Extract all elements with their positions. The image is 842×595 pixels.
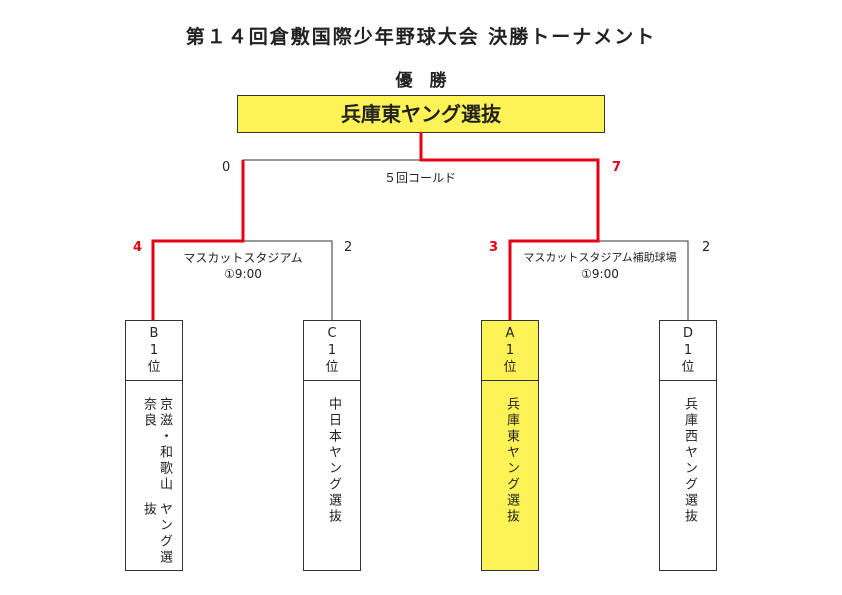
semi2-line-right bbox=[598, 240, 689, 320]
winner-path-final bbox=[419, 132, 600, 320]
team-name: 京滋・和歌山奈良ヤング選抜 bbox=[141, 397, 172, 566]
semi2-left-score: 3 bbox=[489, 240, 499, 255]
semi1-line-right bbox=[243, 240, 333, 320]
final-right-score: 7 bbox=[612, 160, 622, 175]
final-note: ５回コールド bbox=[383, 171, 456, 185]
semi1-right-score: 2 bbox=[344, 240, 353, 255]
champion-box: 兵庫東ヤング選抜 bbox=[237, 95, 605, 133]
team-name: 兵庫西ヤング選抜 bbox=[682, 397, 697, 525]
semi2-venue: マスカットスタジアム補助球場 bbox=[523, 251, 677, 264]
final-left-score: 0 bbox=[222, 160, 231, 175]
semi1-time: ①9:00 bbox=[224, 267, 262, 281]
winner-path-semi1 bbox=[151, 160, 245, 320]
champion-label: 優 勝 bbox=[395, 71, 447, 91]
semi1-left-score: 4 bbox=[133, 240, 143, 255]
semi2-right-score: 2 bbox=[702, 240, 711, 255]
team-name: 兵庫東ヤング選抜 bbox=[504, 397, 519, 525]
semi2-time: ①9:00 bbox=[581, 267, 619, 281]
team-name: 中日本ヤング選抜 bbox=[326, 397, 341, 525]
page-title: 第１４回倉敷国際少年野球大会 決勝トーナメント bbox=[185, 26, 657, 48]
semi1-venue: マスカットスタジアム bbox=[183, 251, 303, 265]
